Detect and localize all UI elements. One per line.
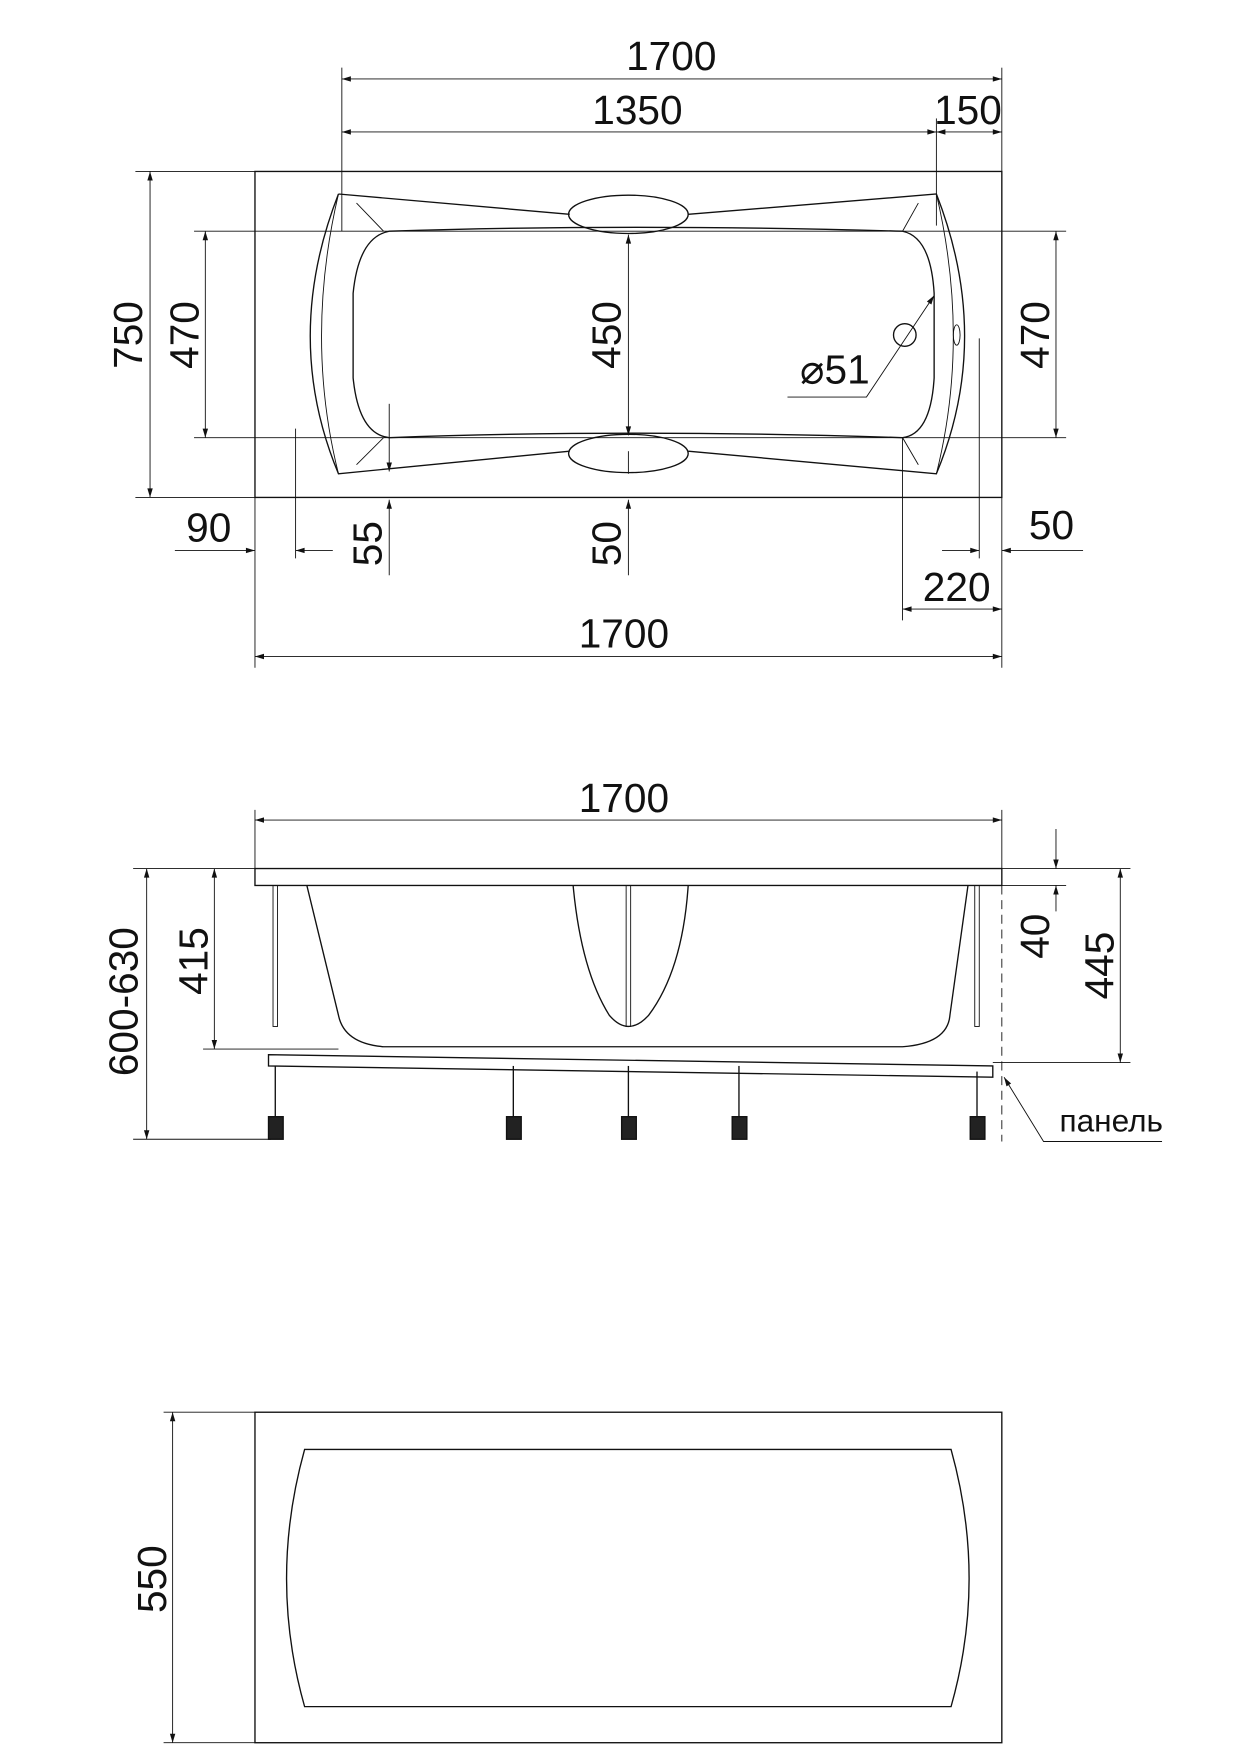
dim-depth: 415	[171, 927, 217, 995]
tub-rim	[309, 193, 966, 475]
drain-icon	[892, 323, 917, 347]
dim-rim-50: 50	[583, 521, 629, 566]
dim-rim-55: 55	[344, 521, 390, 566]
tub-basin	[352, 226, 935, 439]
dim-right-width: 470	[1012, 301, 1058, 369]
dim-left-width: 470	[162, 301, 208, 369]
panel-inset	[285, 1448, 970, 1708]
dim-total-height: 600-630	[101, 927, 147, 1076]
feet	[267, 1065, 986, 1140]
dim-panel-view-height: 550	[129, 1545, 175, 1613]
dim-drain-diameter: ⌀51	[800, 347, 870, 393]
dim-right-offset: 50	[1029, 502, 1074, 548]
dim-left-offset: 90	[186, 504, 231, 550]
legs	[272, 885, 980, 1027]
extension-lines	[135, 67, 1067, 668]
top-outline	[254, 170, 1003, 499]
dim-panel-height: 445	[1077, 932, 1123, 1000]
tub-body-side	[306, 885, 969, 1048]
dim-drain-offset: 220	[923, 564, 991, 610]
overflow-icon	[952, 324, 961, 346]
dim-end-offset: 150	[934, 87, 1002, 133]
frame-bar	[267, 1053, 994, 1078]
side-view: 1700 600-630 415 40 445 панель	[101, 775, 1164, 1142]
dim-inner-length: 1350	[592, 87, 682, 133]
panel-view: 550	[129, 1411, 1003, 1744]
headrest-top	[567, 194, 689, 235]
dim-bottom-length: 1700	[579, 610, 669, 656]
dim-rim-height: 40	[1012, 914, 1058, 959]
dim-center-width: 450	[583, 301, 629, 369]
dim-overall-width: 750	[105, 301, 151, 369]
panel-label: панель	[1060, 1102, 1164, 1138]
panel-outline	[254, 1411, 1003, 1744]
dim-overall-length: 1700	[626, 33, 716, 79]
dim-side-length: 1700	[579, 775, 669, 821]
tub-rim-side	[254, 867, 1003, 887]
top-view: 1700 1350 150 750 470 470 450 ⌀51 90 55 …	[105, 33, 1084, 668]
